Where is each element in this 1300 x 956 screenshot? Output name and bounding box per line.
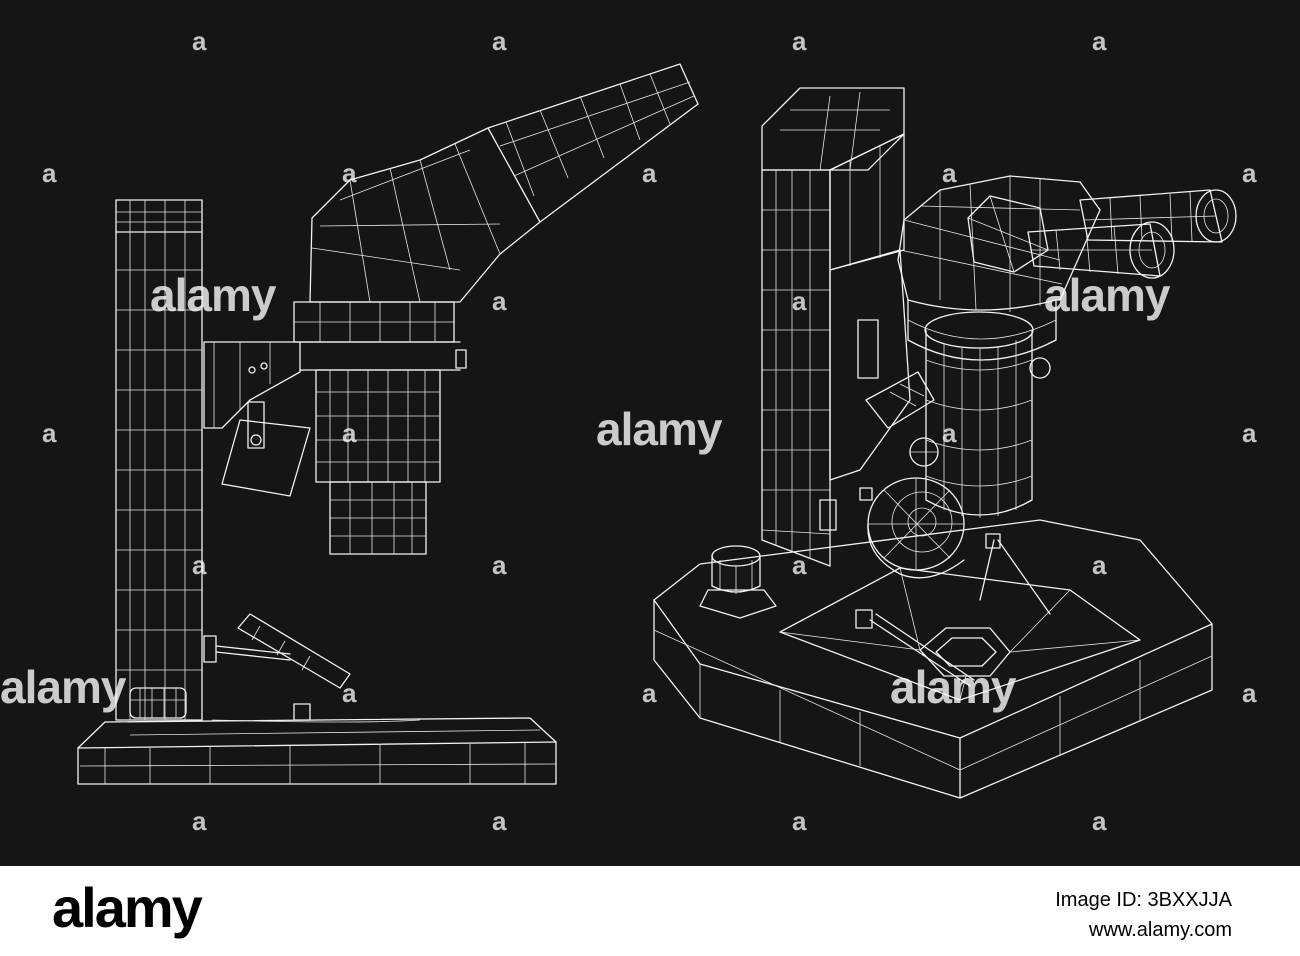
image-id-label: Image ID: 3BXXJJA [1055, 889, 1232, 911]
microscope-side-view [77, 63, 699, 785]
lamp-dome-right [867, 437, 965, 579]
watermark-logo: alamy [1044, 269, 1170, 321]
microscope-pillar-right [761, 87, 905, 567]
watermark-letter: a [342, 158, 357, 188]
microscope-wireframes [77, 63, 1237, 799]
microscope-perspective-view [653, 87, 1237, 799]
watermark-letter: a [792, 286, 807, 316]
head-bracket-right [819, 249, 935, 531]
watermark-letter: a [1092, 550, 1107, 580]
watermark-letter: a [192, 550, 207, 580]
stock-footer-bar: alamy Image ID: 3BXXJJA www.alamy.com [0, 866, 1300, 956]
head-bracket-left [203, 341, 467, 497]
watermark-letter: a [342, 678, 357, 708]
watermark-letter: a [1092, 806, 1107, 836]
watermark-letter: a [942, 418, 957, 448]
watermark-letter: a [942, 158, 957, 188]
site-url-link[interactable]: www.alamy.com [1089, 919, 1232, 941]
watermark-letter: a [792, 806, 807, 836]
watermark-letter: a [1242, 418, 1257, 448]
watermark-letter: a [1242, 158, 1257, 188]
focus-knob-left [129, 687, 187, 719]
watermark-letter: a [1242, 678, 1257, 708]
watermark-letter: a [792, 550, 807, 580]
watermark-letter: a [192, 26, 207, 56]
watermark-logo: alamy [150, 269, 276, 321]
objective-body-left [315, 369, 441, 555]
illustration-area: a a a a a a a a a alamy a a alamy a a al… [0, 26, 1257, 836]
microscope-base-left [77, 717, 557, 785]
alamy-logo[interactable]: alamy [52, 876, 203, 939]
microscope-pillar-left [115, 199, 203, 721]
watermark-letter: a [42, 158, 57, 188]
head-ring-left [293, 301, 455, 343]
watermark-letter: a [342, 418, 357, 448]
watermark-logo: alamy [890, 661, 1016, 713]
watermark-letter: a [492, 286, 507, 316]
watermark-logo: alamy [0, 661, 126, 713]
watermark-letter: a [42, 418, 57, 448]
microscope-base-right [653, 519, 1213, 799]
watermark-letter: a [1092, 26, 1107, 56]
watermark-letter: a [492, 550, 507, 580]
binocular-head-left [309, 63, 699, 303]
eyepieces-right [1027, 189, 1237, 279]
binocular-head-right [897, 175, 1101, 312]
watermark-letter: a [492, 26, 507, 56]
objective-body-right [907, 299, 1057, 518]
watermark-logo: alamy [596, 403, 722, 455]
watermark-letter: a [792, 26, 807, 56]
watermark-letter: a [492, 806, 507, 836]
watermark-letter: a [642, 678, 657, 708]
light-arm-left [203, 613, 421, 723]
base-knob-right [699, 545, 777, 619]
watermark-letter: a [192, 806, 207, 836]
watermark-letter: a [642, 158, 657, 188]
